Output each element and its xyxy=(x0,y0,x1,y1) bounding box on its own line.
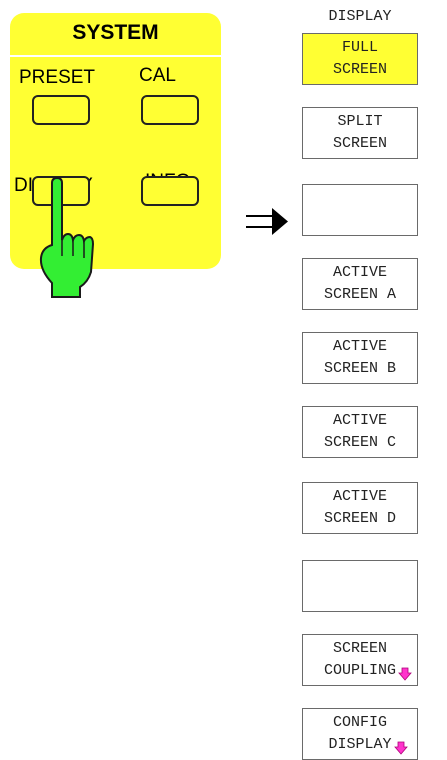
preset-key[interactable] xyxy=(32,95,90,125)
info-key[interactable] xyxy=(141,176,199,206)
softkey-1[interactable]: FULL SCREEN xyxy=(302,33,418,85)
softkey-label-line2: DISPLAY xyxy=(328,734,408,756)
softkey-3[interactable] xyxy=(302,184,418,236)
submenu-down-arrow-icon xyxy=(398,667,412,681)
softkey-8[interactable] xyxy=(302,560,418,612)
softkey-2[interactable]: SPLIT SCREEN xyxy=(302,107,418,159)
softkey-label-line1: ACTIVE xyxy=(332,338,387,355)
softkey-label-line1: CONFIG xyxy=(332,714,387,731)
softkey-label-line2: SCREEN xyxy=(332,135,387,152)
preset-label: PRESET xyxy=(19,67,96,88)
right-arrow-icon xyxy=(246,208,288,235)
submenu-down-arrow-icon xyxy=(393,741,408,755)
softkey-5[interactable]: ACTIVE SCREEN B xyxy=(302,332,418,384)
softkey-7[interactable]: ACTIVE SCREEN D xyxy=(302,482,418,534)
system-panel: SYSTEM PRESET CAL DISPLAY INFO xyxy=(10,13,221,269)
softkey-label-line1: SPLIT xyxy=(337,113,383,130)
softkey-4[interactable]: ACTIVE SCREEN A xyxy=(302,258,418,310)
softkey-label-line1: ACTIVE xyxy=(332,412,387,429)
softkey-label-line2: SCREEN C xyxy=(323,434,396,451)
softkey-6[interactable]: ACTIVE SCREEN C xyxy=(302,406,418,458)
softkey-label-line1: ACTIVE xyxy=(332,264,387,281)
system-panel-title: SYSTEM xyxy=(72,21,159,44)
cal-key[interactable] xyxy=(141,95,199,125)
softkey-label-line2: COUPLING xyxy=(324,660,412,682)
softkey-label-line1: ACTIVE xyxy=(332,488,387,505)
cal-label: CAL xyxy=(139,65,176,86)
softkey-label-line1: SCREEN xyxy=(332,640,387,657)
softkey-label-line2: SCREEN D xyxy=(323,510,396,527)
softkey-menu-title: DISPLAY xyxy=(328,8,392,25)
softkey-label-line2: SCREEN A xyxy=(323,286,396,303)
softkey-10[interactable]: CONFIG DISPLAY xyxy=(302,708,418,760)
softkey-label-line2: SCREEN B xyxy=(323,360,396,377)
softkey-label-line2: SCREEN xyxy=(332,61,387,78)
panel-divider xyxy=(10,55,221,57)
softkey-9[interactable]: SCREEN COUPLING xyxy=(302,634,418,686)
softkey-label-line1: FULL xyxy=(341,39,378,56)
